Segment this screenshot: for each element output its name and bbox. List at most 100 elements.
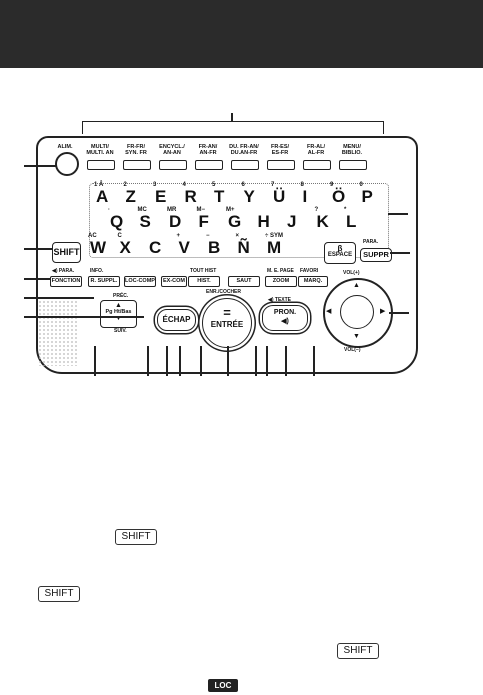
key-main-label: T: [214, 187, 225, 206]
key-main-label: S: [139, 212, 151, 231]
shift-key[interactable]: SHIFT: [52, 242, 81, 263]
small-key[interactable]: R. SUPPL.: [88, 276, 120, 287]
key-sub-label: 6: [241, 182, 245, 188]
small-key[interactable]: HIST.: [188, 276, 220, 287]
function-key[interactable]: [195, 160, 223, 170]
letter-key[interactable]: M−F: [197, 207, 221, 231]
key-main-label: R: [184, 187, 197, 206]
key-main-label: K: [316, 212, 329, 231]
callout-line: [285, 346, 287, 376]
entree-top-label: ENR./COCHER: [206, 289, 242, 295]
dpad-right-icon[interactable]: ▶: [380, 308, 386, 315]
key-main-label: C: [149, 238, 162, 257]
callout-line: [179, 346, 181, 376]
key-main-label: E: [155, 187, 167, 206]
key-main-label: I: [302, 187, 308, 206]
function-key[interactable]: [159, 160, 187, 170]
function-keys-bracket: [82, 121, 384, 134]
dpad-down-icon[interactable]: ▼: [353, 333, 360, 340]
inline-shift-key: SHIFT: [115, 529, 157, 545]
key-main-label: Ö: [332, 187, 346, 206]
callout-line: [24, 316, 144, 318]
callout-line: [200, 346, 202, 376]
letter-key[interactable]: M+G: [226, 207, 250, 231]
key-sub-label: M+: [226, 207, 235, 213]
key-main-label: V: [178, 238, 190, 257]
key-sub-label: ?: [314, 207, 319, 213]
inline-loc-key: LOC: [208, 679, 238, 692]
up-arrow-icon: ▲: [115, 302, 122, 309]
callout-line: [24, 297, 94, 299]
function-key[interactable]: [231, 160, 259, 170]
small-key-top-label: ◀) PARA.: [52, 268, 75, 274]
bracket-tick: [231, 113, 233, 121]
key-main-label: A: [96, 187, 109, 206]
suppr-key[interactable]: SUPPR: [360, 248, 392, 262]
page-up-down-key[interactable]: ▲ Pg Ht/Bas ▼: [100, 300, 137, 328]
function-key[interactable]: [87, 160, 115, 170]
dpad-up-icon[interactable]: ▲: [353, 282, 360, 289]
function-key[interactable]: [339, 160, 367, 170]
keyboard-area: [89, 183, 389, 258]
callout-line: [255, 346, 257, 376]
small-key[interactable]: EX-COM: [161, 276, 187, 287]
key-sub-label: 1 Â: [94, 182, 104, 188]
entree-key[interactable]: = ENTRÉE: [202, 298, 252, 348]
function-key[interactable]: [303, 160, 331, 170]
letter-key[interactable]: +V: [177, 233, 201, 257]
function-key[interactable]: [267, 160, 295, 170]
letter-key[interactable]: ·Q: [108, 207, 132, 231]
letter-key[interactable]: ×Ñ: [236, 233, 260, 257]
callout-line: [147, 346, 149, 376]
key-sub-label: C: [117, 233, 122, 239]
power-button[interactable]: [55, 152, 79, 176]
key-sub-label: 7: [271, 182, 275, 188]
small-key[interactable]: MARQ.: [298, 276, 328, 287]
letter-key[interactable]: J: [285, 210, 309, 231]
small-key[interactable]: FONCTION: [50, 276, 82, 287]
letter-key[interactable]: −B: [206, 233, 230, 257]
pron-key[interactable]: PRON. ◀): [262, 305, 308, 331]
letter-key[interactable]: ?K: [314, 207, 339, 231]
key-sub-label: *: [344, 207, 347, 213]
direction-pad-center: [340, 295, 374, 329]
function-key[interactable]: [123, 160, 151, 170]
letter-key[interactable]: *L: [344, 207, 368, 231]
letter-key[interactable]: C: [147, 236, 171, 257]
function-key-label: FR-ES/ ES-FR: [270, 144, 290, 156]
small-key[interactable]: LOC-COMP: [124, 276, 156, 287]
key-sub-label: 8: [300, 182, 304, 188]
key-main-label: L: [346, 212, 357, 231]
function-key-label: FR-FR/ SYN. FR: [125, 144, 147, 156]
function-key-label: ENCYCL./ AN-AN: [159, 144, 185, 156]
espace-label: ESPACE: [327, 252, 353, 258]
echap-key[interactable]: ÉCHAP: [157, 309, 196, 331]
key-main-label: J: [287, 212, 297, 231]
suiv-label: SUIV.: [114, 328, 127, 334]
key-main-label: X: [119, 238, 131, 257]
espace-key[interactable]: β ESPACE: [324, 242, 356, 264]
small-key[interactable]: ZOOM: [265, 276, 297, 287]
dpad-left-icon[interactable]: ◀: [326, 308, 332, 315]
letter-key[interactable]: H: [256, 210, 280, 231]
small-key[interactable]: SAUT: [228, 276, 260, 287]
key-sub-label: ÷ SYM: [265, 233, 283, 239]
callout-line: [227, 346, 229, 376]
key-sub-label: 3: [153, 182, 157, 188]
small-key-top-label: TOUT HIST: [190, 268, 217, 274]
